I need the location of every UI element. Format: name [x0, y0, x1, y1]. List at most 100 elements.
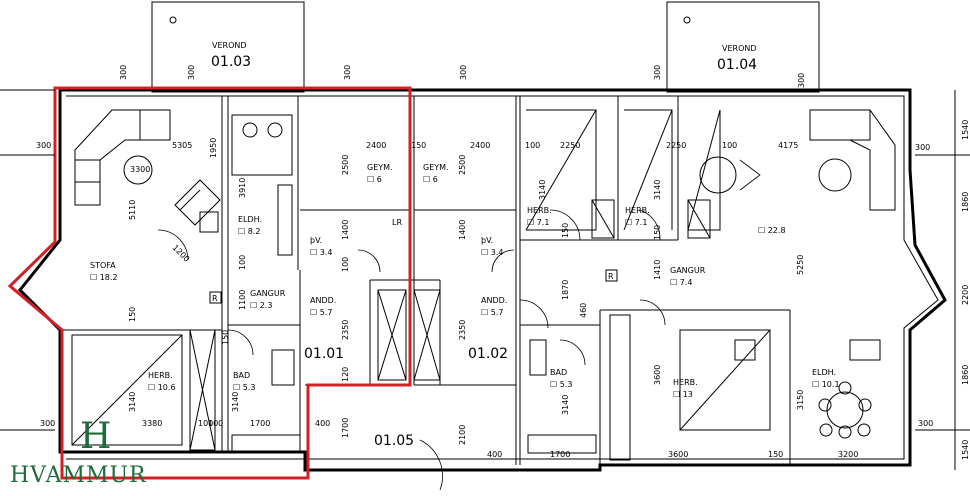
verond-label-01-04: VEROND	[722, 44, 757, 53]
dim-label: 3600	[668, 450, 688, 459]
dim-label: 2500	[341, 155, 350, 175]
dim-label: 1100	[238, 290, 247, 310]
dim-label: 2400	[366, 141, 386, 150]
room-area: ☐ 7.1	[625, 218, 647, 227]
dim-label: 120	[341, 367, 350, 382]
room-name: ELDH.	[238, 215, 262, 224]
dimension-labels: 300 300 300 300 300 300 5305 1950 2400 1…	[36, 65, 970, 460]
room-name: BAD	[233, 371, 250, 380]
dim-label: 300	[40, 419, 55, 428]
room-area: ☐ 5.3	[233, 383, 255, 392]
room-area: ☐ 22.8	[758, 226, 786, 235]
room-area: ☐ 7.4	[670, 278, 692, 287]
dim-label: 400	[315, 419, 330, 428]
marker-lr: LR	[392, 218, 402, 227]
room-area: ☐ 5.7	[310, 308, 332, 317]
dim-label: 3150	[796, 390, 805, 410]
room-name: GEYM.	[367, 163, 393, 172]
dim-label: 150	[768, 450, 783, 459]
dim-label: 1540	[961, 440, 970, 460]
veranda-01-04: VEROND 01.04	[666, 1, 820, 93]
dim-label: 300	[187, 65, 196, 80]
dim-label: 3200	[838, 450, 858, 459]
room-name: ANDD.	[481, 296, 507, 305]
dim-label: 3140	[538, 180, 547, 200]
dim-label: 1950	[209, 138, 218, 158]
dim-label: 100	[238, 255, 247, 270]
room-area: ☐ 10.1	[812, 380, 840, 389]
dim-label: 5305	[172, 141, 192, 150]
room-area: ☐ 6	[367, 175, 382, 184]
room-name: HERB.	[527, 206, 552, 215]
marker-r: R	[608, 272, 614, 281]
unit-01-05: 01.05	[374, 433, 414, 449]
room-area: ☐ 5.7	[481, 308, 503, 317]
room-area: ☐ 5.3	[550, 380, 572, 389]
dim-label: 1870	[561, 280, 570, 300]
dim-label: 1700	[250, 419, 270, 428]
dim-label: 100	[198, 419, 213, 428]
dim-label: 150	[128, 307, 137, 322]
veranda-01-03: VEROND 01.03	[151, 1, 305, 93]
room-name: HERB.	[673, 378, 698, 387]
dim-label: 300	[36, 141, 51, 150]
dim-label: 100	[722, 141, 737, 150]
room-area: ☐ 3.4	[481, 248, 503, 257]
dim-label: 1400	[458, 220, 467, 240]
room-name: HERB.	[625, 206, 650, 215]
room-area: ☐ 18.2	[90, 273, 118, 282]
verond-label-01-03: VEROND	[212, 41, 247, 50]
dim-label: 150	[411, 141, 426, 150]
dim-label: 5110	[128, 200, 137, 220]
unit-01-01-outline	[7, 86, 412, 480]
room-area: ☐ 10.6	[148, 383, 176, 392]
hvammur-logo: H HVAMMUR	[10, 416, 146, 488]
room-area: ☐ 2.3	[250, 301, 272, 310]
dim-label: 2500	[458, 155, 467, 175]
room-name: GANGUR	[250, 289, 286, 298]
unit-01-04: 01.04	[717, 57, 757, 73]
dim-label: 2350	[341, 320, 350, 340]
logo-mark: H	[80, 416, 111, 457]
dim-label: 460	[579, 303, 588, 318]
room-name: þV.	[481, 236, 493, 245]
room-area: ☐ 3.4	[310, 248, 332, 257]
dim-label: 300	[915, 143, 930, 152]
room-name: STOFA	[90, 261, 116, 270]
room-area: ☐ 7.1	[527, 218, 549, 227]
dim-label: 4175	[778, 141, 798, 150]
dimension-ticks	[0, 89, 970, 470]
room-name: ELDH.	[812, 368, 836, 377]
dim-label: 1540	[961, 120, 970, 140]
dim-label: 2350	[458, 320, 467, 340]
dim-label: 3600	[653, 365, 662, 385]
unit-01-01: 01.01	[304, 346, 344, 362]
dim-label: 2100	[458, 425, 467, 445]
dim-label: 150	[561, 223, 570, 238]
dim-label: 3140	[653, 180, 662, 200]
doors	[157, 209, 666, 491]
room-name: HERB.	[148, 371, 173, 380]
room-area: ☐ 8.2	[238, 227, 260, 236]
dim-label: 3140	[561, 395, 570, 415]
dim-label: 2400	[470, 141, 490, 150]
dim-label: 3910	[238, 178, 247, 198]
room-name: BAD	[550, 368, 567, 377]
dim-label: 300	[653, 65, 662, 80]
dim-label: 3140	[231, 392, 240, 412]
dim-label: 3300	[130, 165, 150, 174]
unit-01-02: 01.02	[468, 346, 508, 362]
room-name: ANDD.	[310, 296, 336, 305]
dim-label: 150	[653, 225, 662, 240]
dim-label: 3140	[128, 392, 137, 412]
dim-label: 400	[487, 450, 502, 459]
dim-label: 100	[208, 419, 223, 428]
room-name: þV.	[310, 236, 322, 245]
dim-label: 5250	[796, 255, 805, 275]
marker-r: R	[212, 294, 218, 303]
room-labels: STOFA ☐ 18.2 ELDH. ☐ 8.2 GEYM. ☐ 6 GEYM.…	[90, 163, 840, 399]
unit-01-03: 01.03	[211, 54, 251, 70]
dim-label: 100	[341, 257, 350, 272]
dim-label: 1700	[341, 418, 350, 438]
